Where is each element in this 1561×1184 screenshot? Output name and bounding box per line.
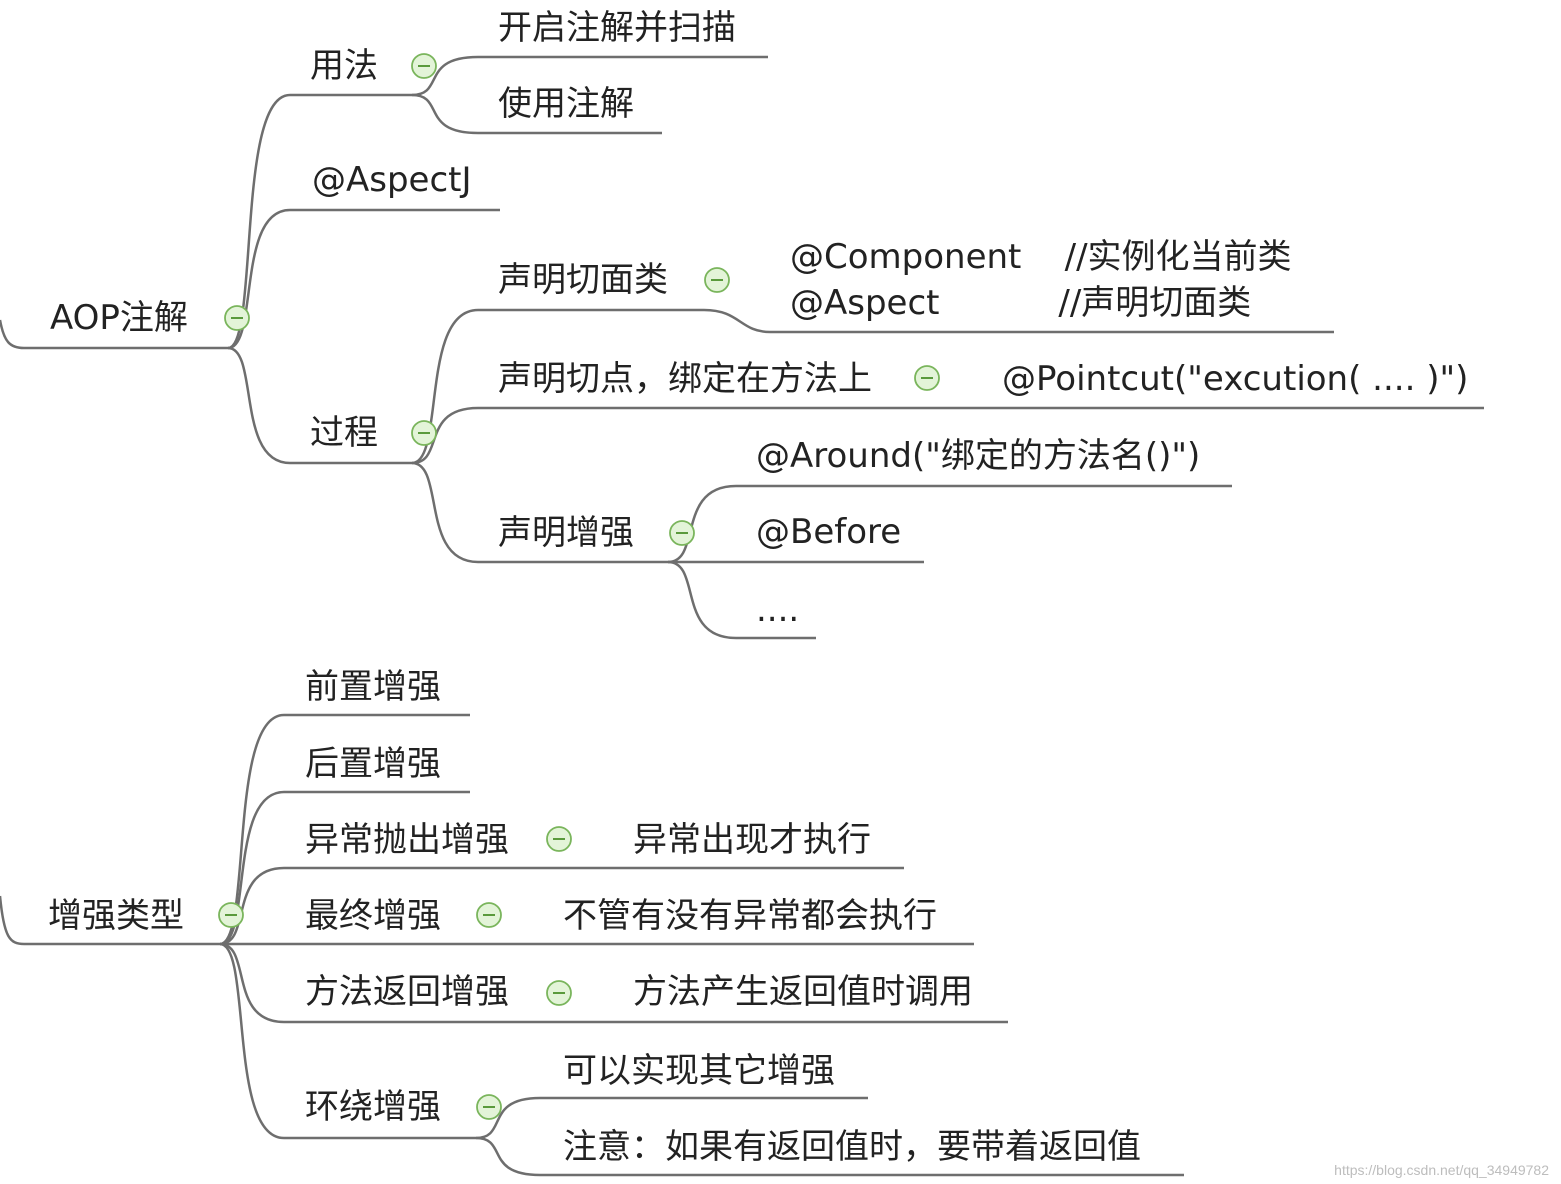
node-around-detail-1: 可以实现其它增强: [563, 1051, 835, 1091]
node-process: 过程: [310, 413, 378, 453]
node-declare-pointcut: 声明切点，绑定在方法上: [498, 359, 872, 399]
edge-aspect-detail: [703, 308, 771, 334]
node-around-detail-2: 注意：如果有返回值时，要带着返回值: [563, 1127, 1141, 1167]
edge-types-around: [219, 942, 285, 1140]
edge-aop-usage: [227, 93, 291, 350]
edge-process-advice: [411, 461, 479, 564]
node-declare-aspect: 声明切面类: [498, 260, 668, 300]
toggle-final[interactable]: [476, 902, 502, 928]
node-throwing-detail: 异常出现才执行: [633, 820, 871, 860]
toggle-returning[interactable]: [546, 980, 572, 1006]
node-returning-advice: 方法返回增强: [305, 972, 509, 1012]
edge-advice-around: [667, 484, 737, 564]
toggle-types-root[interactable]: [218, 902, 244, 928]
node-pointcut-value: @Pointcut("excution( .... )"): [1002, 359, 1469, 399]
node-use-annotation: 使用注解: [498, 84, 634, 124]
edge-usage-use: [411, 93, 479, 135]
toggle-usage[interactable]: [411, 53, 437, 79]
root-node-advice-types: 增强类型: [48, 896, 184, 936]
toggle-declare-aspect[interactable]: [704, 267, 730, 293]
toggle-declare-pointcut[interactable]: [914, 365, 940, 391]
toggle-aop-root[interactable]: [224, 305, 250, 331]
toggle-process[interactable]: [411, 420, 437, 446]
toggle-throwing[interactable]: [546, 826, 572, 852]
edge-usage-enable: [411, 55, 479, 97]
node-final-advice: 最终增强: [305, 896, 441, 936]
edge-process-aspect: [411, 308, 479, 465]
node-advice-more: ....: [756, 590, 800, 630]
toggle-declare-advice[interactable]: [669, 520, 695, 546]
node-aspect-line-component: @Component //实例化当前类: [790, 237, 1292, 277]
node-returning-detail: 方法产生返回值时调用: [633, 972, 973, 1012]
edge-types-throwing: [219, 866, 285, 946]
node-final-detail: 不管有没有异常都会执行: [563, 896, 937, 936]
edge-types-returning: [219, 942, 285, 1024]
edge-aop-process: [227, 346, 291, 465]
edge-around-detail-1: [475, 1096, 541, 1140]
node-throwing-advice: 异常抛出增强: [305, 820, 509, 860]
edge-advice-more: [667, 560, 737, 640]
node-before-advice: 前置增强: [305, 667, 441, 707]
root-node-aop: AOP注解: [50, 298, 188, 338]
node-advice-before: @Before: [756, 512, 902, 552]
node-usage: 用法: [310, 46, 378, 86]
node-around-advice: 环绕增强: [305, 1087, 441, 1127]
root-aop-lead-line: [0, 319, 25, 350]
node-aspect-line-aspect: @Aspect //声明切面类: [790, 283, 1252, 323]
edge-types-before: [219, 713, 285, 946]
node-after-advice: 后置增强: [305, 744, 441, 784]
root-types-lead-line: [0, 895, 25, 946]
edge-types-after: [219, 790, 285, 946]
node-aspectj: @AspectJ: [312, 160, 472, 200]
toggle-around[interactable]: [476, 1094, 502, 1120]
node-declare-advice: 声明增强: [498, 513, 634, 553]
watermark: https://blog.csdn.net/qq_34949782: [1334, 1162, 1549, 1178]
edge-aop-aspectj: [227, 208, 291, 350]
edge-around-detail-2: [475, 1136, 541, 1177]
node-enable-annotation-scan: 开启注解并扫描: [498, 8, 736, 48]
node-advice-around: @Around("绑定的方法名()"): [756, 436, 1201, 476]
